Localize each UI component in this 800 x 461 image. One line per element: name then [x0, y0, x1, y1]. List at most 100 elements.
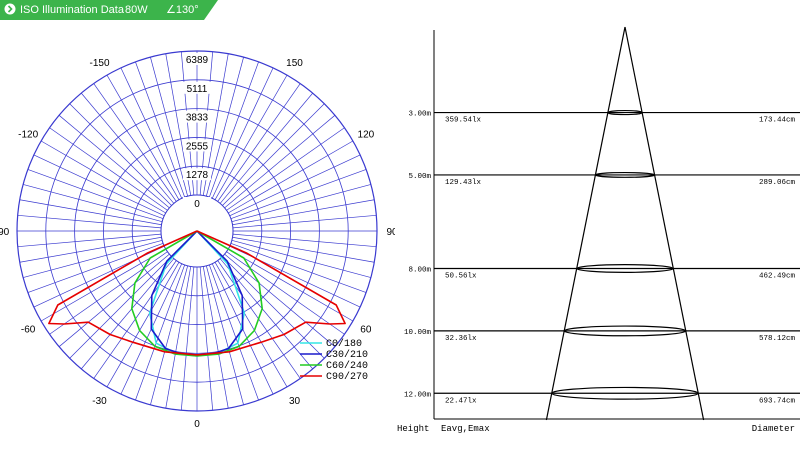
- header-beam-angle: ∠130°: [166, 4, 199, 16]
- radial-gridline: [211, 67, 274, 199]
- height-label: 8.00m: [408, 267, 431, 275]
- legend-label: C30/210: [326, 349, 368, 361]
- radial-gridline: [226, 127, 345, 211]
- angle-label: -150: [89, 58, 109, 69]
- beam-ellipse: [576, 264, 674, 273]
- radial-gridline: [106, 262, 180, 388]
- radial-gridline: [17, 233, 162, 248]
- radial-gridline: [49, 251, 168, 335]
- diameter-column-header: Diameter: [752, 424, 795, 434]
- radial-gridline: [208, 264, 259, 401]
- radial-gridline: [230, 242, 367, 293]
- angle-label: 0: [194, 419, 200, 430]
- radial-gridline: [165, 266, 192, 409]
- radial-gridline: [222, 103, 325, 206]
- tick-label-bg: [183, 53, 211, 65]
- beam-ellipse: [551, 386, 699, 400]
- height-label: 3.00m: [408, 111, 431, 119]
- radial-gridline: [33, 154, 165, 217]
- cone-edge: [545, 26, 626, 421]
- radial-gridline: [69, 103, 172, 206]
- radial-gridline: [40, 140, 166, 214]
- radial-gridline: [23, 184, 163, 223]
- height-label: 5.00m: [408, 173, 431, 181]
- radial-gridline: [228, 140, 354, 214]
- radial-gridline: [19, 236, 162, 263]
- height-column-header: Height: [397, 424, 429, 434]
- legend-label: C90/270: [326, 371, 368, 383]
- radial-gridline: [58, 253, 170, 347]
- header-power: 80W: [125, 4, 148, 16]
- eavg-column-header: Eavg,Emax: [441, 424, 490, 434]
- radial-gridline: [49, 127, 168, 211]
- legend-label: C60/240: [326, 360, 368, 372]
- height-label: 10.00m: [404, 329, 432, 337]
- eavg-label: 32.36lx: [445, 335, 477, 343]
- grid-ring: [16, 50, 378, 412]
- radial-gridline: [19, 199, 162, 226]
- eavg-label: 359.54lx: [445, 117, 482, 125]
- diameter-label: 693.74cm: [759, 397, 796, 405]
- info-icon: [4, 3, 16, 19]
- tick-label-bg: [183, 81, 211, 94]
- grid-ring: [45, 79, 349, 383]
- radial-gridline: [93, 83, 177, 202]
- radial-tick-label: 2555: [186, 141, 209, 152]
- radial-gridline: [222, 256, 325, 359]
- radial-tick-label: 1278: [186, 170, 209, 181]
- radial-gridline: [81, 258, 175, 370]
- diameter-label: 462.49cm: [759, 273, 796, 281]
- grid-ring: [131, 165, 263, 297]
- radial-tick-label: 6389: [186, 55, 209, 66]
- eavg-label: 22.47lx: [445, 397, 477, 405]
- radial-gridline: [180, 266, 195, 411]
- radial-gridline: [205, 57, 244, 197]
- radial-gridline: [106, 74, 180, 200]
- radial-gridline: [232, 233, 377, 248]
- radial-gridline: [150, 265, 189, 405]
- radial-gridline: [219, 258, 313, 370]
- radial-gridline: [202, 266, 229, 409]
- angle-label: -30: [92, 396, 107, 407]
- radial-gridline: [208, 61, 259, 198]
- grid-ring: [74, 108, 320, 354]
- tick-label-bg: [183, 139, 211, 152]
- radial-gridline: [232, 214, 377, 229]
- radial-gridline: [231, 239, 371, 278]
- radial-gridline: [232, 199, 375, 226]
- diameter-label: 173.44cm: [759, 117, 796, 125]
- radial-gridline: [69, 256, 172, 359]
- radial-gridline: [226, 251, 345, 335]
- angle-label: -120: [18, 130, 38, 141]
- header-band: ISO Illumination Data 80W ∠130°: [0, 0, 218, 20]
- radial-gridline: [219, 92, 313, 204]
- beam-ellipse: [563, 325, 687, 337]
- header-title: ISO Illumination Data: [20, 4, 124, 16]
- radial-gridline: [120, 67, 183, 199]
- radial-tick-label: 3833: [186, 113, 209, 124]
- radial-gridline: [58, 115, 170, 209]
- angle-label: 60: [360, 325, 372, 336]
- beam-ellipse: [607, 109, 643, 116]
- angle-label: 150: [286, 58, 303, 69]
- radial-gridline: [81, 92, 175, 204]
- cone-edge: [624, 26, 705, 421]
- radial-gridline: [17, 214, 162, 229]
- angle-label: 90: [386, 227, 395, 238]
- radial-gridline: [150, 57, 189, 197]
- radial-gridline: [27, 242, 164, 293]
- height-label: 12.00m: [404, 391, 432, 399]
- angle-label: 120: [358, 130, 375, 141]
- radial-gridline: [230, 169, 367, 220]
- grid-ring: [103, 137, 291, 325]
- radial-gridline: [214, 74, 288, 200]
- radial-gridline: [228, 248, 354, 322]
- legend-label: C0/180: [326, 338, 362, 350]
- radial-tick-label: 5111: [187, 84, 208, 95]
- radial-gridline: [40, 248, 166, 322]
- polar-chart: 638951113833255512780-150150-120120-9090…: [0, 50, 395, 430]
- tick-label-bg: [183, 110, 211, 123]
- radial-gridline: [27, 169, 164, 220]
- diameter-label: 578.12cm: [759, 335, 796, 343]
- eavg-label: 129.43lx: [445, 179, 482, 187]
